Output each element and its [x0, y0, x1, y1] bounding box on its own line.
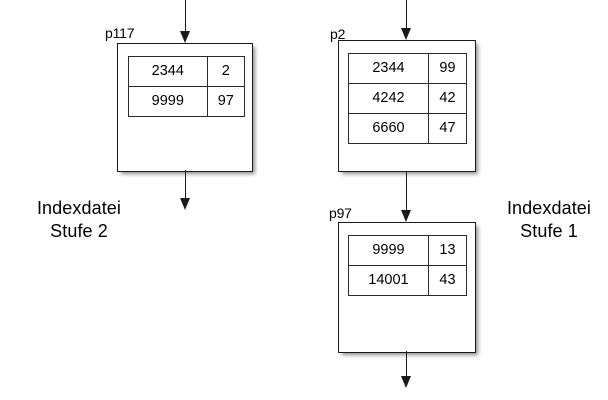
- index-value-cell: 43: [427, 265, 468, 296]
- caption-left: Indexdatei Stufe 2: [14, 197, 144, 243]
- block-label-p97: p97: [329, 205, 352, 221]
- table-row[interactable]: 2344 99: [348, 53, 468, 84]
- index-key-cell: 9999: [348, 235, 429, 266]
- caption-right-line2: Stufe 1: [520, 221, 578, 242]
- table-row[interactable]: 6660 47: [348, 113, 468, 144]
- block-label-p2: p2: [330, 26, 346, 42]
- table-row[interactable]: 9999 97: [128, 86, 246, 117]
- arrow-into-p117: [179, 0, 192, 43]
- page-block-p2[interactable]: 2344 99 4242 42 6660 47: [338, 40, 476, 172]
- arrow-head-icon: [180, 198, 190, 210]
- index-key-cell: 4242: [348, 83, 429, 114]
- index-key-cell: 2344: [348, 53, 429, 84]
- index-table-p117: 2344 2 9999 97: [128, 56, 246, 117]
- table-row[interactable]: 4242 42: [348, 83, 468, 114]
- block-label-p117: p117: [105, 25, 135, 41]
- index-value-cell: 99: [427, 53, 468, 84]
- arrow-shaft: [405, 0, 408, 28]
- page-block-p117[interactable]: 2344 2 9999 97: [117, 43, 253, 172]
- arrow-p2-to-p97: [400, 171, 413, 222]
- table-row[interactable]: 9999 13: [348, 235, 468, 266]
- caption-right: Indexdatei Stufe 1: [489, 197, 608, 243]
- arrow-shaft: [405, 351, 408, 376]
- index-table-p2: 2344 99 4242 42 6660 47: [348, 53, 468, 144]
- arrow-head-icon: [401, 210, 411, 222]
- arrow-out-p97: [400, 351, 413, 388]
- index-key-cell: 6660: [348, 113, 429, 144]
- index-key-cell: 2344: [128, 56, 208, 87]
- page-block-p97[interactable]: 9999 13 14001 43: [338, 222, 476, 353]
- caption-right-line1: Indexdatei: [506, 198, 592, 218]
- table-row[interactable]: 14001 43: [348, 265, 468, 296]
- index-table-p97: 9999 13 14001 43: [348, 235, 468, 296]
- arrow-shaft: [184, 0, 187, 31]
- index-value-cell: 42: [427, 83, 468, 114]
- arrow-head-icon: [180, 31, 190, 43]
- index-value-cell: 47: [427, 113, 468, 144]
- table-row[interactable]: 2344 2: [128, 56, 246, 87]
- arrow-head-icon: [401, 28, 411, 40]
- arrow-shaft: [405, 171, 408, 210]
- index-value-cell: 97: [206, 86, 246, 117]
- index-key-cell: 9999: [128, 86, 208, 117]
- arrow-shaft: [184, 170, 187, 198]
- caption-left-line2: Stufe 2: [50, 221, 108, 242]
- arrow-out-p117: [179, 170, 192, 210]
- arrow-head-icon: [401, 376, 411, 388]
- caption-left-line1: Indexdatei: [36, 198, 122, 218]
- index-value-cell: 13: [427, 235, 468, 266]
- index-key-cell: 14001: [348, 265, 429, 296]
- index-value-cell: 2: [206, 56, 246, 87]
- arrow-into-p2: [400, 0, 413, 40]
